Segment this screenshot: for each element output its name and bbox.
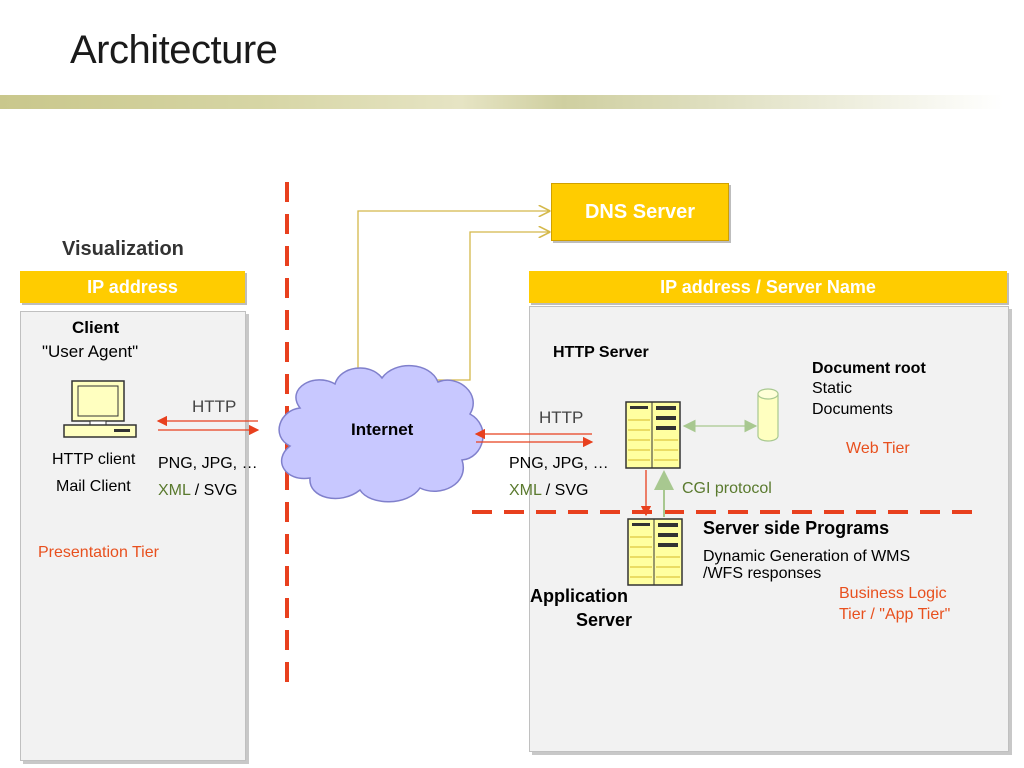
application-server-icon [627,518,683,586]
client-label: Client [72,318,120,337]
application-label: Application [530,586,628,606]
user-agent-label: "User Agent" [42,342,139,361]
mail-client-label: Mail Client [56,478,131,495]
visualization-heading: Visualization [62,238,184,260]
static-label: Static [812,380,853,397]
left-formats-line2: XML / SVG [158,482,237,500]
database-icon [757,388,779,442]
right-http-label: HTTP [539,408,584,427]
business-logic-tier-line1: Business Logic [839,585,947,602]
server-ip-header: IP address / Server Name [529,271,1007,303]
http-server-icon [625,401,681,469]
ssp-description-line1: Dynamic Generation of WMS [703,548,911,565]
internet-label: Internet [351,420,414,439]
http-client-label: HTTP client [52,451,136,468]
server-panel [529,306,1009,752]
documents-label: Documents [812,401,893,418]
client-ip-header: IP address [20,271,245,303]
http-server-label: HTTP Server [553,344,649,361]
internet-cloud-icon [278,364,484,503]
business-logic-tier-line2: Tier / "App Tier" [839,606,951,623]
right-formats-line1: PNG, JPG, … [509,455,609,472]
title-underline-bar [0,95,1024,109]
client-panel [20,311,246,761]
left-xml-label: XML [158,482,191,499]
right-formats-line2: XML / SVG [509,482,588,500]
left-svg-label: SVG [203,482,238,499]
left-http-label: HTTP [192,397,237,416]
right-svg-label: SVG [554,482,589,499]
server-label: Server [576,610,633,630]
cgi-protocol-label: CGI protocol [682,480,772,497]
right-format-separator: / [541,482,555,499]
web-tier-label: Web Tier [846,440,910,457]
dns-server-box: DNS Server [551,183,729,241]
presentation-tier-label: Presentation Tier [38,544,159,561]
page-title: Architecture [70,28,278,72]
server-side-programs-title: Server side Programs [703,518,890,538]
computer-icon [63,380,137,438]
ssp-description-line2: /WFS responses [703,565,822,582]
dns-connector-inner [364,232,549,381]
left-formats-line1: PNG, JPG, … [158,455,258,472]
left-format-separator: / [190,482,204,499]
document-root-label: Document root [812,360,926,377]
dns-connector-outer [357,211,549,380]
right-xml-label: XML [509,482,542,499]
